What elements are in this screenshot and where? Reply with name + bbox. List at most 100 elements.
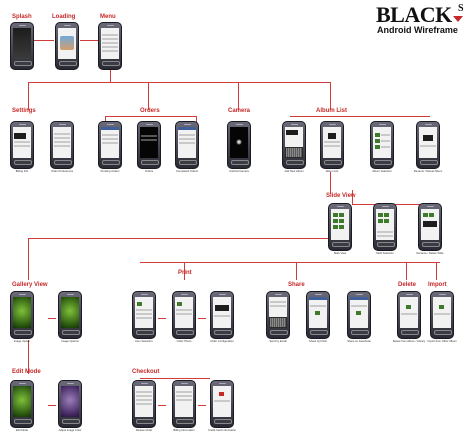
brand-logo: BLACK xyxy=(376,2,452,27)
screen-pending-orders xyxy=(98,121,122,169)
caption-adjust-image-color: Adjust Image Color xyxy=(58,429,82,432)
screen-rename-delete-slide xyxy=(418,203,442,251)
caption-billing-info: Billing Info xyxy=(15,170,29,173)
screen-share-flickr xyxy=(306,291,330,339)
screen-billing-info xyxy=(10,121,34,169)
screen-item-selection xyxy=(132,291,156,339)
section-label-menu: Menu xyxy=(100,14,116,20)
caption-album-list: Album List xyxy=(325,170,339,173)
connector xyxy=(140,378,210,379)
caption-delete-from-album: Delete from Album / Library xyxy=(392,340,426,343)
screen-loading xyxy=(55,22,79,70)
section-label-orders: Orders xyxy=(140,108,160,114)
caption-image-options: Image Options xyxy=(61,340,79,343)
caption-billing-information: Billing Information xyxy=(173,429,195,432)
caption-completed-orders: Completed Orders xyxy=(176,170,198,173)
connector xyxy=(32,40,54,41)
screen-import-other-album xyxy=(430,291,454,339)
screen-android-camera xyxy=(227,121,251,169)
connector xyxy=(330,172,331,194)
connector xyxy=(140,262,440,263)
screen-billing-information xyxy=(172,380,196,428)
screen-edit-mode xyxy=(10,380,34,428)
section-label-share: Share xyxy=(288,282,305,288)
caption-import-other-album: Import from Other Album xyxy=(427,340,457,343)
section-label-album-list: Album List xyxy=(316,108,347,114)
screen-delete-from-album xyxy=(397,291,421,339)
screen-album-selection xyxy=(370,121,394,169)
section-label-checkout: Checkout xyxy=(132,369,160,375)
caption-slide-view: Slide View xyxy=(333,252,347,255)
caption-item-selection: Item Selection xyxy=(135,340,153,343)
connector xyxy=(184,262,185,280)
section-label-gallery-view: Gallery View xyxy=(12,282,48,288)
connector xyxy=(28,238,328,239)
connector xyxy=(158,318,166,319)
screen-menu xyxy=(98,22,122,70)
screen-slide-view xyxy=(328,203,352,251)
caption-order-photo: Order Photo xyxy=(176,340,192,343)
section-label-edit-mode: Edit Mode xyxy=(12,369,41,375)
screen-credit-card-info xyxy=(210,380,234,428)
connector xyxy=(28,82,330,83)
screen-image-options xyxy=(58,291,82,339)
connector xyxy=(198,318,206,319)
connector xyxy=(28,82,29,110)
section-label-delete: Delete xyxy=(398,282,417,288)
screen-add-new-album xyxy=(282,121,306,169)
caption-image-viewer: Image Viewer xyxy=(13,340,31,343)
caption-share-flickr: Share by Flickr xyxy=(309,340,327,343)
connector xyxy=(148,82,149,110)
connector xyxy=(48,405,56,406)
section-label-loading: Loading xyxy=(52,14,76,20)
connector xyxy=(290,116,430,117)
caption-album-selection: Album Selection xyxy=(372,170,392,173)
connector xyxy=(80,40,98,41)
caption-order-configuration: Order Configuration xyxy=(210,340,234,343)
screen-album-list xyxy=(320,121,344,169)
caption-review-order: Review Order xyxy=(135,429,153,432)
connector xyxy=(105,116,106,122)
connector xyxy=(198,405,206,406)
screen-order-photo xyxy=(172,291,196,339)
caption-credit-card-info: Credit Card Information xyxy=(208,429,236,432)
connector xyxy=(196,116,197,122)
connector xyxy=(28,340,29,374)
caption-pending-orders: Pending Orders xyxy=(100,170,120,173)
screen-order-configuration xyxy=(210,291,234,339)
screen-multi-selection xyxy=(373,203,397,251)
section-label-slide-view: Slide View xyxy=(326,193,356,199)
screen-review-order xyxy=(132,380,156,428)
screen-splash xyxy=(10,22,34,70)
screen-adjust-image-color xyxy=(58,380,82,428)
screen-image-viewer xyxy=(10,291,34,339)
caption-edit-mode: Edit Mode xyxy=(15,429,29,432)
caption-send-by-email: Send by Email xyxy=(269,340,287,343)
screen-completed-orders xyxy=(175,121,199,169)
connector xyxy=(158,405,166,406)
screen-share-facebook xyxy=(347,291,371,339)
caption-orders: Orders xyxy=(144,170,154,173)
diagram-subtitle: Android Wireframe xyxy=(377,25,458,35)
caption-rename-delete-slide: Rename / Delete Slide xyxy=(416,252,444,255)
connector xyxy=(238,82,239,110)
caption-rename-delete-album: Rename / Delete Album xyxy=(413,170,443,173)
section-label-print: Print xyxy=(178,270,192,276)
caption-add-new-album: Add New Album xyxy=(284,170,304,173)
connector xyxy=(110,66,111,82)
connector xyxy=(330,82,331,110)
screen-send-by-email xyxy=(266,291,290,339)
connector xyxy=(296,262,297,280)
connector xyxy=(436,262,437,280)
section-label-settings: Settings xyxy=(12,108,36,114)
brand-logo-superscript: S xyxy=(458,3,464,14)
section-label-import: Import xyxy=(428,282,447,288)
connector xyxy=(28,238,29,280)
caption-android-camera: Android Camera xyxy=(229,170,249,173)
section-label-camera: Camera xyxy=(228,108,251,114)
screen-orders xyxy=(137,121,161,169)
brand-logo-mark xyxy=(453,16,463,22)
section-label-splash: Splash xyxy=(12,14,32,20)
screen-order-preferences xyxy=(50,121,74,169)
